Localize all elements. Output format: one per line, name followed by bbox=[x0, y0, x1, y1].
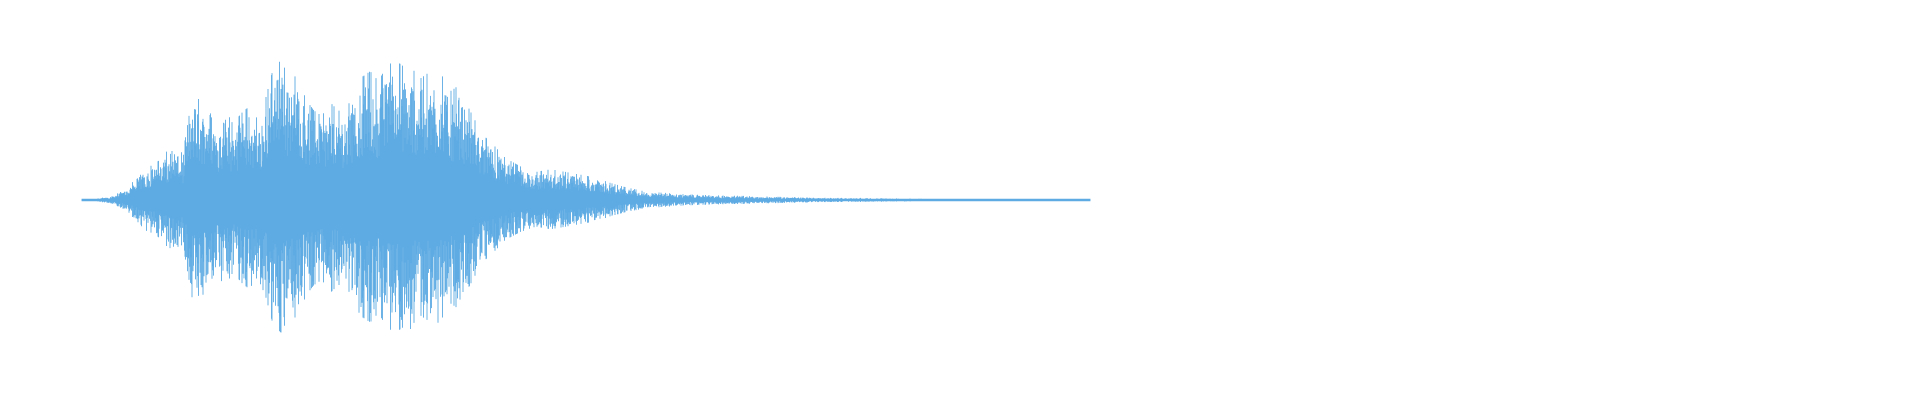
waveform-lines bbox=[81, 61, 1091, 333]
waveform-body bbox=[106, 155, 784, 245]
